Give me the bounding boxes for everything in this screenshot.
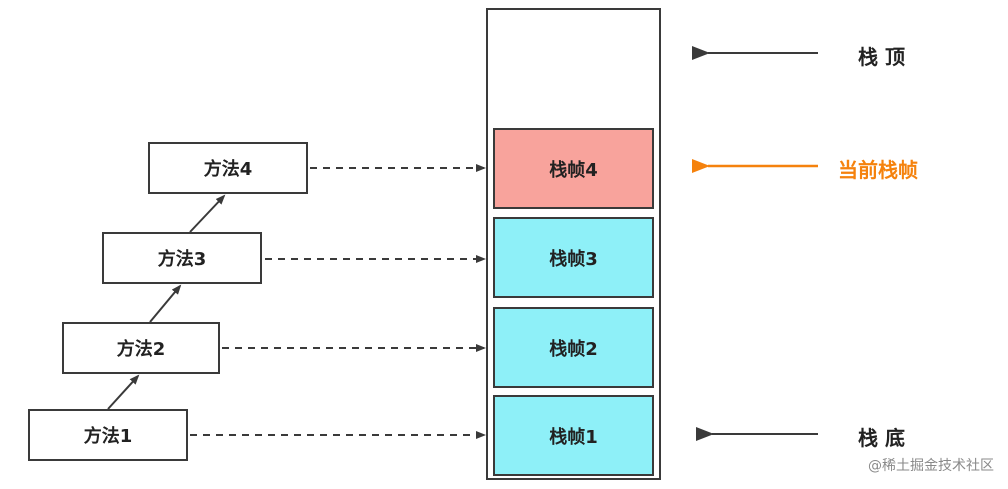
stack-bottom-label: 栈 底 xyxy=(858,426,905,450)
frame-label-3: 栈帧3 xyxy=(549,248,598,270)
frame-label-2: 栈帧2 xyxy=(549,338,598,360)
call-arrow-2-to-3 xyxy=(149,284,182,323)
current-frame-label: 当前栈帧 xyxy=(838,158,918,182)
method-label-1: 方法1 xyxy=(83,426,133,447)
method-label-4: 方法4 xyxy=(203,159,253,180)
stack-top-label: 栈 顶 xyxy=(858,45,905,69)
frame-label-1: 栈帧1 xyxy=(549,426,598,448)
method-box-3: 方法3 xyxy=(102,232,262,284)
method-box-1: 方法1 xyxy=(28,409,188,461)
method-label-2: 方法2 xyxy=(116,339,166,360)
stack-frame-3: 栈帧3 xyxy=(493,217,654,298)
stack-frame-1: 栈帧1 xyxy=(493,395,654,476)
method-box-4: 方法4 xyxy=(148,142,308,194)
method-label-3: 方法3 xyxy=(157,249,207,270)
stack-frame-4: 栈帧4 xyxy=(493,128,654,209)
stack-container xyxy=(486,8,661,480)
frame-label-4: 栈帧4 xyxy=(549,159,598,181)
call-arrow-1-to-2 xyxy=(107,374,140,410)
stack-frame-2: 栈帧2 xyxy=(493,307,654,388)
watermark: @稀土掘金技术社区 xyxy=(868,458,994,474)
method-box-2: 方法2 xyxy=(62,322,220,374)
call-arrow-3-to-4 xyxy=(189,194,226,233)
